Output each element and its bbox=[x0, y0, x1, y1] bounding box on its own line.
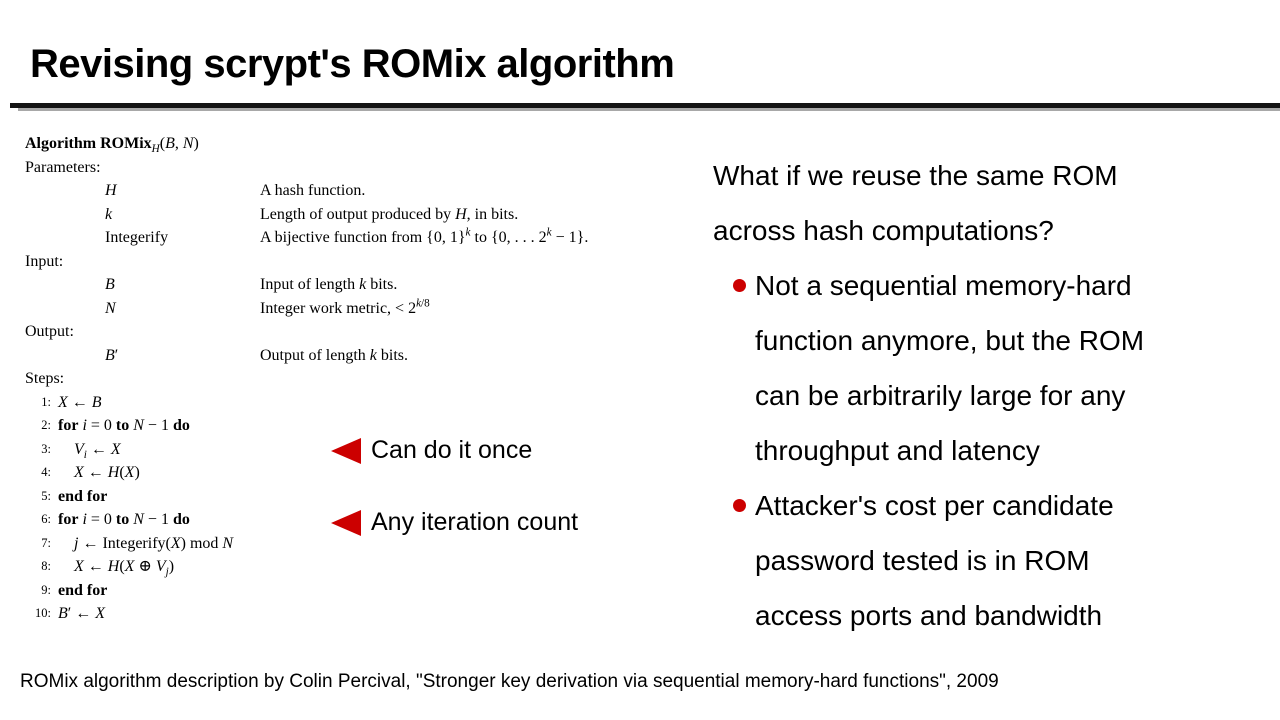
left-arrow-icon bbox=[331, 509, 361, 536]
step-line: 5: end for bbox=[25, 485, 707, 509]
step-line: 4: X ← H(X) bbox=[25, 461, 707, 485]
title-rule bbox=[10, 103, 1280, 108]
output-row: B′ Output of length k bits. bbox=[25, 344, 707, 368]
step-code: X ← H(X ⊕ Vj) bbox=[74, 558, 175, 579]
input-label: Input: bbox=[25, 252, 64, 270]
parameter-term: Integerify bbox=[105, 229, 169, 246]
bullet-text: Attacker's cost per candidate password t… bbox=[755, 490, 1114, 631]
step-line: 2: for i = 0 to N − 1 do bbox=[25, 414, 707, 438]
annotation-label: Any iteration count bbox=[371, 508, 579, 536]
step-code: for i = 0 to N − 1 do bbox=[58, 511, 190, 528]
step-code: X ← B bbox=[58, 393, 102, 411]
step-number: 7: bbox=[41, 535, 51, 550]
footer-citation: ROMix algorithm description by Colin Per… bbox=[20, 671, 999, 692]
algorithm-box: Algorithm ROMixH(B, N) Parameters: H A h… bbox=[25, 132, 707, 626]
parameters-label: Parameters: bbox=[25, 158, 101, 176]
step-number: 8: bbox=[41, 559, 51, 573]
input-term: N bbox=[105, 299, 116, 317]
input-desc: Integer work metric, < 2k/8 bbox=[260, 297, 430, 317]
output-label: Output: bbox=[25, 323, 74, 340]
step-code: j ← Integerify(X) mod N bbox=[74, 534, 234, 552]
parameter-desc: Length of output produced by H, in bits. bbox=[260, 205, 519, 223]
step-line: 1: X ← B bbox=[25, 391, 707, 415]
step-line: 7: j ← Integerify(X) mod N bbox=[25, 532, 707, 556]
parameter-desc: A bijective function from {0, 1}k to {0,… bbox=[260, 226, 589, 246]
step-number: 4: bbox=[41, 465, 51, 479]
step-code: end for bbox=[58, 487, 108, 505]
algorithm-header: Algorithm ROMixH(B, N) bbox=[25, 135, 199, 156]
input-term: B bbox=[105, 276, 115, 293]
discussion: What if we reuse the same ROM across has… bbox=[713, 148, 1213, 643]
step-number: 3: bbox=[41, 441, 51, 456]
parameter-row: Integerify A bijective function from {0,… bbox=[25, 226, 707, 250]
step-code: Vi ← X bbox=[74, 440, 121, 461]
bullet-text: Not a sequential memory-hard function an… bbox=[755, 270, 1145, 466]
step-number: 2: bbox=[41, 418, 51, 432]
step-code: B′ ← X bbox=[58, 605, 106, 622]
annotation-label: Can do it once bbox=[371, 436, 533, 464]
steps-label: Steps: bbox=[25, 370, 65, 387]
step-line: 10: B′ ← X bbox=[25, 602, 707, 626]
step-number: 9: bbox=[41, 582, 51, 597]
parameter-row: k Length of output produced by H, in bit… bbox=[25, 203, 707, 227]
step-code: end for bbox=[58, 581, 108, 599]
step-line: 6: for i = 0 to N − 1 do bbox=[25, 508, 707, 532]
step-number: 10: bbox=[35, 606, 51, 620]
step-code: for i = 0 to N − 1 do bbox=[58, 417, 190, 434]
annotation-can-do-it-once: Can do it once bbox=[331, 436, 532, 465]
bullet-dot-icon bbox=[733, 499, 746, 512]
title-rule-shadow bbox=[18, 108, 1280, 111]
parameter-term: H bbox=[105, 182, 117, 199]
bullet-dot-icon bbox=[733, 279, 746, 292]
output-desc: Output of length k bits. bbox=[260, 346, 408, 364]
input-row: N Integer work metric, < 2k/8 bbox=[25, 297, 707, 321]
step-code: X ← H(X) bbox=[74, 464, 140, 481]
parameter-row: H A hash function. bbox=[25, 179, 707, 203]
step-line: 3: Vi ← X bbox=[25, 438, 707, 462]
discussion-intro: What if we reuse the same ROM across has… bbox=[713, 160, 1118, 246]
annotation-any-iteration-count: Any iteration count bbox=[331, 508, 578, 537]
bullet-item: Attacker's cost per candidate password t… bbox=[713, 478, 1213, 643]
parameter-desc: A hash function. bbox=[260, 182, 366, 199]
output-term: B′ bbox=[105, 346, 119, 364]
parameter-term: k bbox=[105, 205, 113, 223]
input-desc: Input of length k bits. bbox=[260, 276, 398, 293]
step-number: 6: bbox=[41, 512, 51, 526]
step-line: 8: X ← H(X ⊕ Vj) bbox=[25, 555, 707, 579]
input-row: B Input of length k bits. bbox=[25, 273, 707, 297]
step-number: 5: bbox=[41, 488, 51, 503]
slide-title: Revising scrypt's ROMix algorithm bbox=[30, 42, 675, 86]
step-line: 9: end for bbox=[25, 579, 707, 603]
step-number: 1: bbox=[41, 394, 51, 409]
bullet-item: Not a sequential memory-hard function an… bbox=[713, 258, 1213, 478]
left-arrow-icon bbox=[331, 437, 361, 464]
